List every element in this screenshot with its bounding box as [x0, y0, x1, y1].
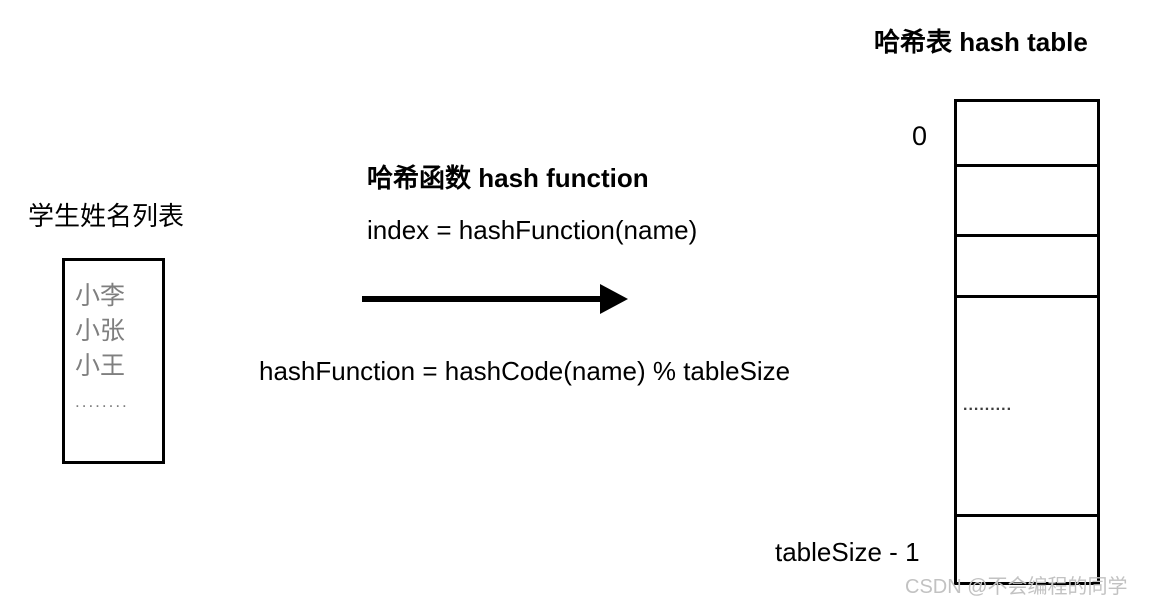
index-formula: index = hashFunction(name) — [367, 215, 698, 245]
hash-table-array: ......... — [954, 99, 1100, 585]
student-name: 小张 — [75, 317, 126, 345]
right-arrow-icon — [362, 284, 628, 314]
student-name: 小李 — [75, 282, 126, 310]
student-list-label: 学生姓名列表 — [28, 201, 185, 231]
table-first-index-label: 0 — [912, 121, 928, 151]
table-cell — [957, 167, 1097, 237]
csdn-watermark: CSDN @不会编程的同学 — [905, 576, 1128, 598]
table-cell — [957, 102, 1097, 167]
table-cell — [957, 237, 1097, 298]
student-list-ellipsis: ........ — [75, 392, 129, 411]
hash-table-title: 哈希表 hash table — [874, 27, 1088, 57]
hash-function-title: 哈希函数 hash function — [367, 163, 649, 193]
student-list-box: 小李 小张 小王 ........ — [62, 258, 165, 464]
table-ellipsis: ......... — [963, 397, 1013, 414]
student-name: 小王 — [75, 352, 126, 380]
arrow-head — [600, 284, 628, 314]
hash-function-definition-formula: hashFunction = hashCode(name) % tableSiz… — [259, 356, 791, 386]
table-cell-ellipsis: ......... — [957, 298, 1097, 517]
table-last-index-label: tableSize - 1 — [775, 537, 920, 567]
arrow-shaft — [362, 296, 602, 302]
